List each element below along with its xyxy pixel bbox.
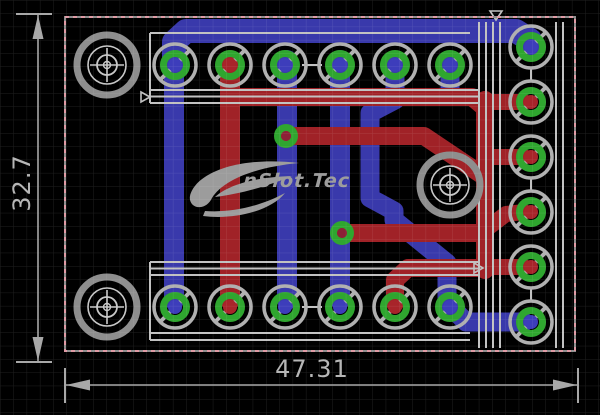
dimension-width-label: 47.31: [275, 355, 349, 383]
arrow-down-icon: [32, 337, 44, 361]
dimension-width: 47.31: [64, 355, 579, 403]
arrow-up-icon: [32, 15, 44, 39]
dimension-height-label: 32.7: [8, 154, 36, 211]
arrow-left-icon: [66, 379, 90, 391]
arrow-right-icon: [553, 379, 577, 391]
dimension-height: 32.7: [8, 13, 52, 363]
